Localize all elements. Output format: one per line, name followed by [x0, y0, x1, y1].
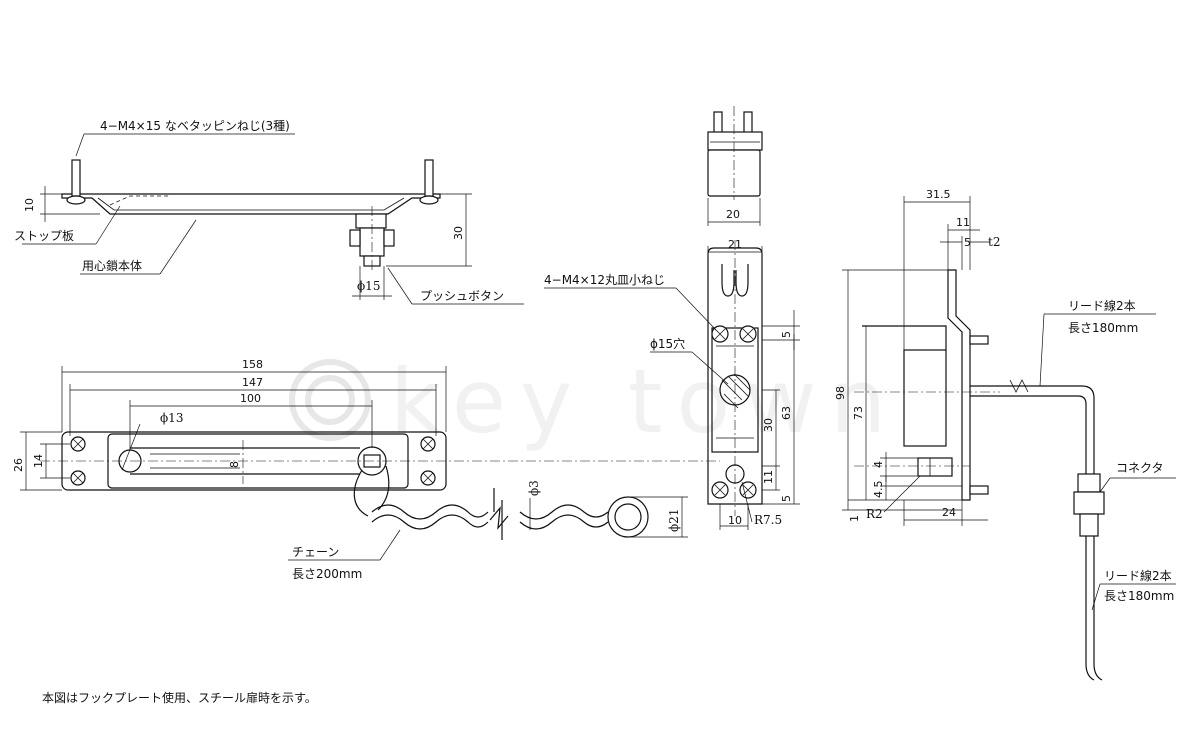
dim-31-5: 31.5	[926, 188, 951, 201]
dim-10b: 10	[728, 514, 742, 527]
front-view: 158 147 100 ϕ13 26 14 8	[12, 358, 720, 581]
dim-20: 20	[726, 208, 740, 221]
dim-4-5: 4.5	[872, 481, 885, 499]
label-lead-top: リード線2本	[1068, 298, 1136, 313]
label-push-button: プッシュボタン	[420, 289, 504, 303]
drawing-note: 本図はフックプレート使用、スチール扉時を示す。	[42, 690, 317, 705]
label-chain-length: 長さ200mm	[292, 567, 362, 581]
side-view: 20 21 5 63 30 11 5	[544, 106, 800, 530]
dim-phi21: ϕ21	[667, 509, 681, 532]
dim-63: 63	[780, 406, 793, 420]
label-lead-bottom-length: 長さ180mm	[1104, 589, 1174, 603]
dim-r2: R2	[866, 507, 883, 521]
label-lock-body: 用心鎖本体	[82, 258, 142, 273]
dim-30: 30	[452, 226, 465, 240]
dim-158: 158	[242, 358, 263, 371]
label-screw-side: 4−M4×12丸皿小ねじ	[544, 273, 665, 287]
label-connector: コネクタ	[1116, 461, 1164, 475]
dim-10: 10	[23, 198, 36, 212]
dim-5a: 5	[780, 331, 793, 338]
label-screw-top: 4−M4×15 なベタッピンねじ(3種)	[100, 119, 290, 133]
dim-26: 26	[12, 458, 25, 472]
dim-11: 11	[762, 470, 775, 484]
top-view: 10 30 ϕ15 4−M4×15 なベタッピンねじ(3種) ストップ板 用心鎖…	[14, 119, 524, 305]
dim-24: 24	[942, 506, 956, 519]
label-lead-top-length: 長さ180mm	[1068, 321, 1138, 335]
dim-100: 100	[240, 392, 261, 405]
chain-links	[371, 504, 609, 530]
dim-t2: t2	[988, 235, 1000, 249]
watermark-text: key town	[390, 350, 900, 453]
dim-phi3: ϕ3	[527, 480, 541, 496]
right-view: 31.5 11 5 t2 98 73 4 4.5 1 R2 24 リード線2本 …	[834, 188, 1176, 681]
label-lead-bottom: リード線2本	[1104, 568, 1172, 583]
dim-5b: 5	[780, 495, 793, 502]
dim-14: 14	[32, 454, 45, 468]
dim-5c: 5	[964, 236, 971, 249]
dim-21: 21	[728, 238, 742, 251]
watermark-logo: key town	[289, 350, 900, 453]
dim-147: 147	[242, 376, 263, 389]
dim-73: 73	[852, 406, 865, 420]
dim-4: 4	[872, 461, 885, 468]
dim-11b: 11	[956, 216, 970, 229]
dim-phi13: ϕ13	[160, 411, 183, 425]
label-stop-plate: ストップ板	[14, 229, 74, 243]
dim-8: 8	[228, 461, 241, 468]
label-hole-15: ϕ15穴	[650, 336, 685, 351]
dim-98: 98	[834, 386, 847, 400]
dim-1: 1	[848, 515, 861, 522]
dim-r75: R7.5	[754, 513, 782, 527]
dim-30b: 30	[762, 418, 775, 432]
label-chain: チェーン	[292, 545, 339, 559]
dim-phi15: ϕ15	[357, 279, 380, 293]
